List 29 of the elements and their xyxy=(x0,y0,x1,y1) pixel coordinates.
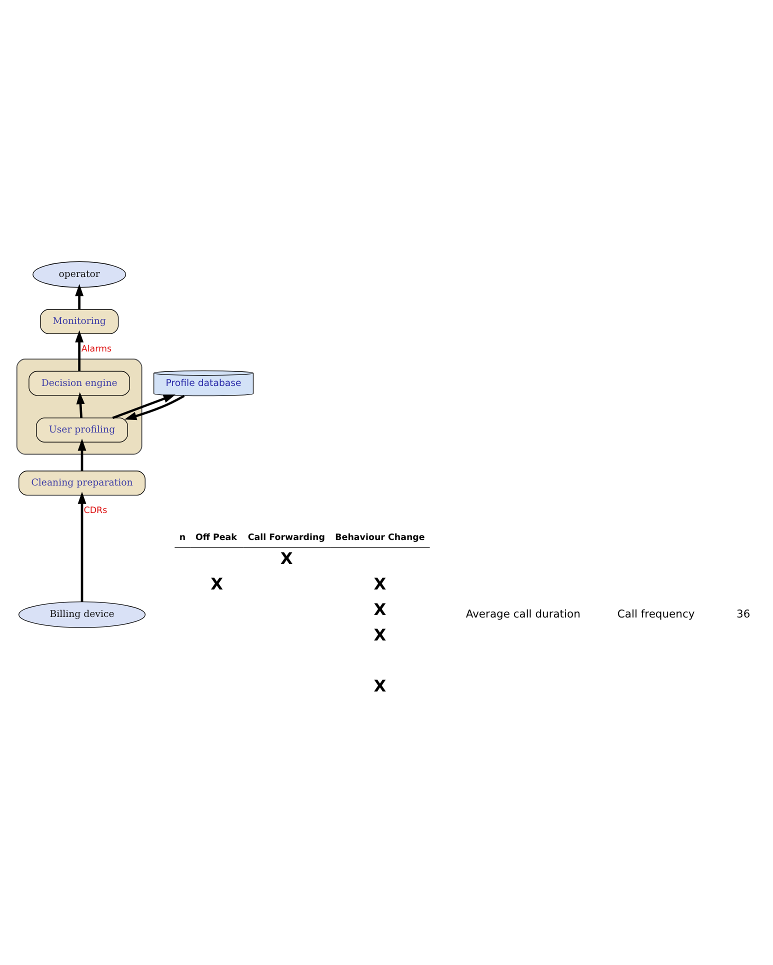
arrow xyxy=(78,492,86,602)
node-ellipse: Billing device xyxy=(18,601,146,628)
label: X xyxy=(210,574,224,594)
label: X xyxy=(280,548,293,568)
label: Off Peak xyxy=(195,532,237,543)
arrow xyxy=(78,438,86,471)
cluster xyxy=(16,358,142,455)
label: Behaviour Change xyxy=(335,532,425,543)
label: Call frequency xyxy=(617,607,695,620)
arrow xyxy=(112,394,176,420)
node-ellipse: operator xyxy=(32,261,126,288)
label: n xyxy=(179,532,186,543)
arrow xyxy=(124,394,185,420)
label: X xyxy=(374,625,386,644)
label: X xyxy=(374,600,386,619)
edge-label: Alarms xyxy=(81,344,112,354)
label: Call Forwarding xyxy=(248,532,325,543)
label: Average call duration xyxy=(466,607,580,620)
node-box: Monitoring xyxy=(40,309,119,334)
arrow xyxy=(76,392,85,418)
arrow xyxy=(75,284,84,310)
node-box: User profiling xyxy=(36,418,128,442)
label: X xyxy=(374,574,386,594)
node-box: Decision engine xyxy=(28,370,130,396)
label: 36 xyxy=(736,607,750,620)
node-box: Cleaning preparation xyxy=(18,470,146,496)
arrow xyxy=(75,330,84,372)
label: X xyxy=(374,676,386,696)
edge-label: CDRs xyxy=(84,506,108,516)
